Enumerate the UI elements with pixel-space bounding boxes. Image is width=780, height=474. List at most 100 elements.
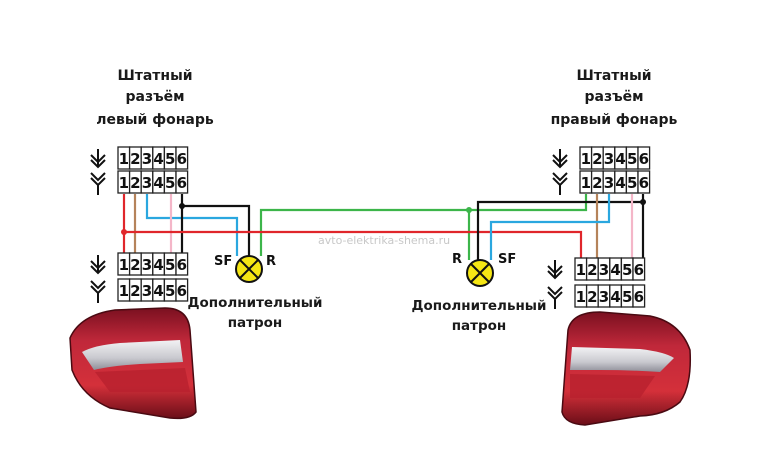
right-title-line-1: Штатный [576,68,651,84]
pin-number: 6 [634,288,644,306]
pin-number: 5 [627,174,637,192]
left-lamp-caption-2: патрон [228,315,283,331]
pin-number: 6 [639,150,649,168]
male-connector-icon [90,280,106,303]
pin-number: 2 [130,150,140,168]
female-connector-icon [90,149,106,169]
male-connector-icon [547,286,563,309]
left-title: Штатный разъём левый фонарь [96,68,214,128]
pin-cell [175,146,189,170]
pin-number: 2 [130,256,140,274]
pin-number: 5 [627,150,637,168]
pin-number: 1 [576,261,586,279]
pin-number: 2 [130,174,140,192]
pin-number: 4 [153,150,163,168]
pin-number: 4 [615,174,625,192]
right-tail-light-image [561,311,692,426]
pin-cell [637,146,651,170]
left-lamp-r-label: R [266,254,276,269]
pin-number: 5 [165,256,175,274]
pin-number: 4 [615,150,625,168]
pin-cell [175,252,189,276]
pin-number: 1 [576,288,586,306]
left-lamp-caption-1: Дополнительный [188,295,323,311]
pin-cell [632,284,646,308]
pin-number: 4 [153,282,163,300]
wire-right-black-lamp [476,200,643,260]
pin-number: 4 [610,288,620,306]
right-lamp-cross-b [470,263,490,283]
pin-number: 2 [592,150,602,168]
pin-number: 6 [177,174,187,192]
left-tail-light-lower-band [95,368,190,392]
pin-number: 6 [177,256,187,274]
pin-number: 3 [604,174,614,192]
right-title-line-3: правый фонарь [551,112,678,128]
pin-number: 3 [142,282,152,300]
pin-cell [637,170,651,194]
pin-number: 5 [165,150,175,168]
right-lamp: R SF Дополнительный патрон [412,252,547,334]
pin-number: 6 [634,261,644,279]
pin-number: 1 [119,174,129,192]
right-lamp-r-label: R [452,252,462,267]
pin-number: 3 [142,256,152,274]
junction-left-red [121,229,127,235]
pin-number: 3 [599,261,609,279]
right-lamp-caption-2: патрон [452,318,507,334]
pin-number: 6 [177,150,187,168]
pin-number: 1 [581,150,591,168]
male-connector-icon [90,172,106,195]
pin-number: 2 [587,261,597,279]
pin-number: 2 [130,282,140,300]
wire-red-cross [124,230,583,258]
right-title: Штатный разъём правый фонарь [551,68,678,128]
male-connector-icon [552,172,568,195]
right-tail-light-lower-band [570,374,655,398]
pin-number: 1 [119,282,129,300]
pin-number: 3 [142,150,152,168]
left-lamp-cross-b [239,259,259,279]
junction-left-black [179,203,185,209]
pin-number: 4 [610,261,620,279]
junction-right-black [640,199,646,205]
pin-number: 1 [119,150,129,168]
left-lamp-sf-label: SF [214,254,232,269]
pin-cell [632,257,646,281]
pin-cell [175,278,189,302]
wire-right-blue [489,194,611,260]
pin-number: 4 [153,256,163,274]
pin-number: 1 [581,174,591,192]
right-lamp-caption-1: Дополнительный [412,298,547,314]
pin-cell [175,170,189,194]
pin-number: 6 [639,174,649,192]
watermark: avto-elektrika-shema.ru [318,234,450,247]
pin-number: 5 [622,261,632,279]
wire-left-black-lamp [182,204,251,256]
left-tail-light-clear-section [82,340,183,370]
right-title-line-2: разъём [584,89,643,105]
left-tail-light-image [69,307,197,420]
right-lamp-sf-label: SF [498,252,516,267]
pin-number: 2 [592,174,602,192]
left-title-line-2: разъём [125,89,184,105]
left-title-line-1: Штатный [117,68,192,84]
pin-number: 3 [599,288,609,306]
pin-number: 2 [587,288,597,306]
female-connector-icon [547,260,563,280]
wire-left-blue [145,194,239,256]
pin-number: 4 [153,174,163,192]
pin-number: 5 [165,282,175,300]
pin-number: 1 [119,256,129,274]
pin-number: 3 [604,150,614,168]
female-connector-icon [90,255,106,275]
